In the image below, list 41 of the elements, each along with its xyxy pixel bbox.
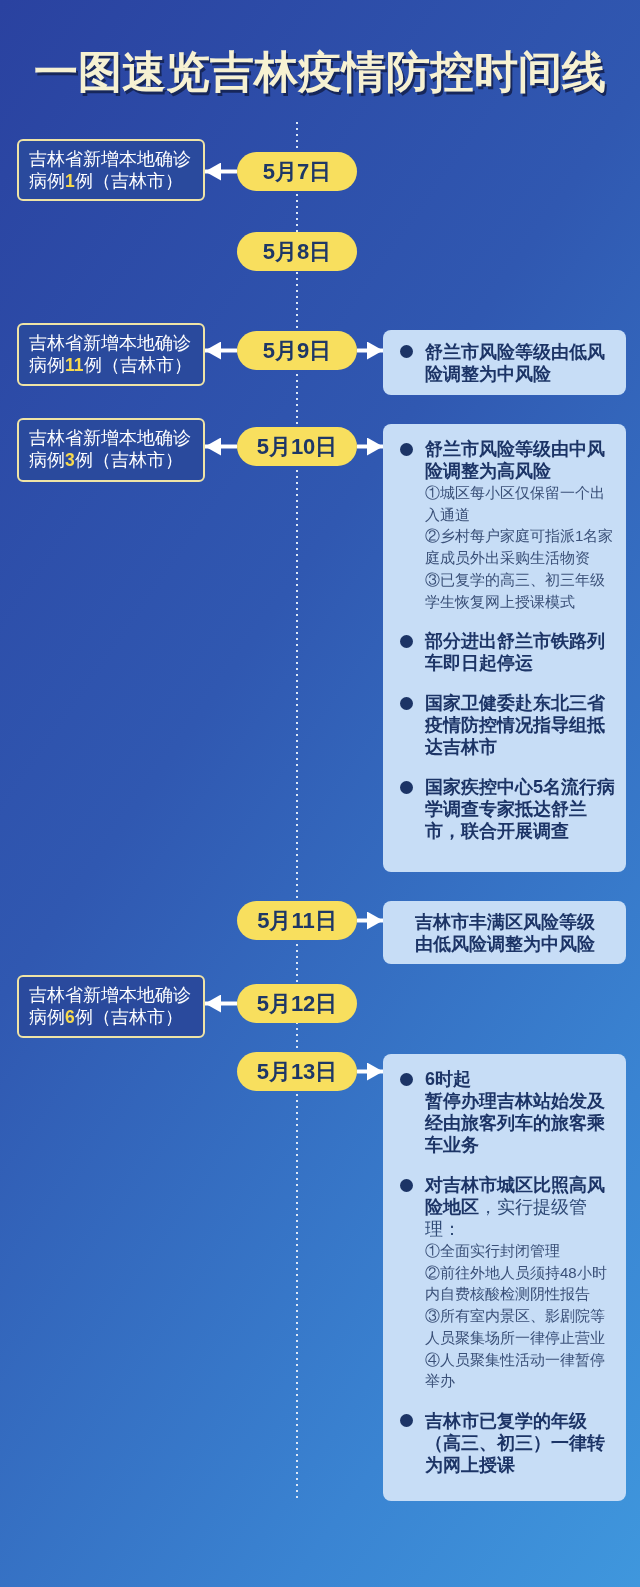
info-text: ①全面实行封闭管理: [425, 1241, 561, 1261]
date-pill: 5月7日: [237, 152, 357, 191]
info-text: ③已复学的高三、初三年级学生恢复网上授课模式: [425, 569, 606, 612]
date-pill: 5月13日: [237, 1052, 357, 1091]
case-box: 吉林省新增本地确诊病例6例（吉林市）: [17, 975, 205, 1038]
date-pill: 5月8日: [237, 232, 357, 271]
arrow: [357, 911, 383, 930]
arrow: [205, 994, 237, 1013]
info-text: ②前往外地人员须持48小时内自费核酸检测阴性报告: [425, 1262, 608, 1305]
date-pill: 5月11日: [237, 901, 357, 940]
info-text: 国家卫健委赴东北三省疫情防控情况指导组抵达吉林市: [425, 692, 606, 759]
title: 一图速览吉林疫情防控时间线: [34, 46, 606, 98]
case-box: 吉林省新增本地确诊病例1例（吉林市）: [17, 139, 205, 201]
case-box: 吉林省新增本地确诊病例11例（吉林市）: [17, 323, 205, 386]
date-pill: 5月12日: [237, 984, 357, 1023]
arrow: [205, 341, 237, 360]
arrow: [357, 437, 383, 456]
arrow: [205, 162, 237, 181]
info-box: [383, 424, 626, 872]
info-box: [383, 330, 626, 395]
arrow: [205, 437, 237, 456]
info-text: ④人员聚集性活动一律暂停举办: [425, 1349, 606, 1392]
info-text: 6时起: [425, 1068, 472, 1090]
info-box: [383, 901, 626, 964]
info-text: 对吉林市城区比照高风险地区，实行提级管理：: [425, 1174, 606, 1240]
date-pill: 5月9日: [237, 331, 357, 370]
info-text: 吉林市已复学的年级（高三、初三）一律转为网上授课: [425, 1409, 606, 1476]
case-box: 吉林省新增本地确诊病例3例（吉林市）: [17, 418, 205, 482]
info-text: ③所有室内景区、影剧院等人员聚集场所一律停止营业: [425, 1306, 606, 1348]
info-text: 国家疾控中心5名流行病学调查专家抵达舒兰市，联合开展调查: [425, 776, 616, 843]
info-text: 部分进出舒兰市铁路列车即日起停运: [425, 630, 606, 675]
info-text: 暂停办理吉林站始发及经由旅客列车的旅客乘车业务: [425, 1090, 606, 1156]
info-text: 舒兰市风险等级由低风险调整为中风险: [425, 340, 606, 385]
date-pill: 5月10日: [237, 427, 357, 466]
info-text: ②乡村每户家庭可指派1名家庭成员外出采购生活物资: [425, 526, 615, 569]
arrow: [357, 341, 383, 360]
arrow: [357, 1062, 383, 1081]
info-text: ①城区每小区仅保留一个出入通道: [425, 483, 606, 525]
info-text: 吉林市丰满区风险等级由低风险调整为中风险: [413, 910, 596, 955]
info-box: [383, 1054, 626, 1501]
info-text: 舒兰市风险等级由中风险调整为高风险: [425, 438, 606, 482]
